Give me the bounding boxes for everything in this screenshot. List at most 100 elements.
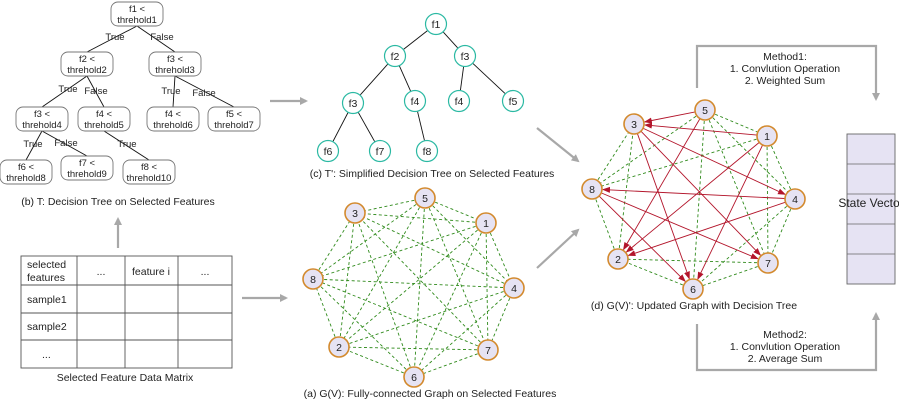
graph-d-edge: [617, 123, 635, 260]
tree-c-node-label: f8: [423, 146, 432, 158]
tree-c-edge: [399, 65, 411, 92]
graph-d-directed-edge: [601, 192, 759, 260]
tree-b-edge-label: False: [192, 88, 215, 99]
graph-a-edge: [312, 212, 356, 280]
tree-c-caption: (c) T': Simplified Decision Tree on Sele…: [310, 168, 555, 180]
tree-b-edge-label: False: [84, 86, 107, 97]
arrow-graph-to-updated: [536, 228, 580, 269]
flow-arrows: [114, 44, 880, 372]
tree-b-node-label: f4 <: [165, 109, 182, 120]
svg-text:1. Convlution Operation: 1. Convlution Operation: [730, 63, 840, 75]
graph-d-node: [682, 278, 704, 300]
tree-b-edge-label: False: [150, 32, 173, 43]
graph-a-edge: [485, 222, 489, 351]
graph-d-node-label: 7: [765, 258, 771, 270]
graph-a-edge: [312, 222, 487, 280]
graph-a-node: [302, 268, 324, 290]
graph-a-node-label: 7: [485, 345, 491, 357]
graph-a-edge: [312, 278, 489, 351]
graph-a-edge: [354, 212, 489, 351]
graph-d-edge: [591, 135, 768, 190]
graph-a-edge: [413, 222, 487, 378]
graph-d-caption: (d) G(V)': Updated Graph with Decision T…: [591, 300, 797, 312]
graph-a-node: [344, 202, 366, 224]
graph-d-edge: [704, 109, 769, 264]
tree-c-node: [453, 44, 477, 68]
graph-d-directed-edge: [598, 195, 686, 282]
tree-b-node: [60, 155, 114, 181]
tree-c-node: [368, 139, 392, 163]
tree-c-node: [383, 44, 407, 68]
graph-a-edge: [354, 212, 415, 378]
tree-b-node-label: f3 <: [167, 54, 184, 65]
graph-d-edge: [704, 109, 796, 200]
tree-b-edge: [86, 75, 105, 108]
tree-b-edge: [103, 130, 150, 161]
graph-a-node: [477, 339, 499, 361]
graph-d-edge: [767, 198, 796, 264]
tree-b-node: [77, 106, 131, 132]
tree-c-node-label: f4: [411, 96, 420, 108]
tree-c-node: [424, 12, 448, 36]
tree-c-node-label: f6: [324, 146, 333, 158]
graph-d-directed-edge: [623, 118, 701, 251]
graph-a-node-label: 6: [411, 372, 417, 384]
tree-c-node-label: f4: [455, 96, 464, 108]
graph-d-directed-edge: [636, 133, 690, 280]
tree-b-node-threshold: threhold6: [153, 120, 193, 131]
graph-d-directed-edge: [642, 127, 786, 195]
tree-c-node: [403, 89, 427, 113]
tree-b-node-label: f6 <: [18, 162, 35, 173]
graph-a-node-label: 2: [336, 342, 342, 354]
table-row-sample1: sample1: [27, 294, 67, 306]
arrow-simplified-to-updated: [536, 127, 580, 163]
tree-c-node: [447, 89, 471, 113]
tree-b-node: [0, 159, 53, 185]
graph-a-edge: [354, 212, 515, 289]
graph-d-edge: [591, 123, 635, 190]
graph-d-edge: [692, 109, 706, 290]
arrow-method1: [695, 44, 880, 101]
tree-c-edge: [460, 66, 464, 91]
graph-a-node: [503, 277, 525, 299]
method1-label: Method1: 1. Convlution Operation 2. Weig…: [730, 51, 840, 87]
graph-d-edge: [617, 258, 769, 264]
graph-d-node: [694, 99, 716, 121]
graph-a-edge: [338, 222, 487, 348]
tree-c-edge: [358, 112, 375, 142]
graph-d-node-label: 4: [792, 194, 798, 206]
graph-d-node-label: 8: [589, 184, 595, 196]
graph-d-node: [623, 113, 645, 135]
graph-d-edge: [591, 109, 706, 190]
tree-b-node-label: f4 <: [96, 109, 113, 120]
tree-b-node-threshold: threhold10: [127, 173, 172, 184]
tree-c-node: [316, 139, 340, 163]
graph-d-node: [607, 248, 629, 270]
graph-d-directed-edge: [640, 130, 762, 256]
graph-d-node: [581, 178, 603, 200]
table-header-ellipsis-1: ...: [97, 266, 106, 278]
graph-a-edge: [413, 287, 515, 378]
tree-b-node-label: f5 <: [226, 109, 243, 120]
tree-c-node-label: f3: [461, 51, 470, 63]
table-header-ellipsis-2: ...: [201, 266, 210, 278]
graph-d-node-label: 5: [702, 105, 708, 117]
tree-b-edge: [174, 75, 235, 108]
graph-a-node-label: 1: [483, 218, 489, 230]
tree-b-node: [207, 106, 261, 132]
graph-a-node: [403, 366, 425, 388]
tree-b-node-threshold: threhold7: [214, 120, 254, 131]
tree-c-edge: [359, 63, 389, 96]
graph-a-node: [475, 212, 497, 234]
tree-b-node-threshold: threhold3: [155, 65, 195, 76]
tree-b-edge: [86, 25, 138, 53]
tree-b-caption: (b) T: Decision Tree on Selected Feature…: [21, 196, 215, 208]
graph-d-edge: [692, 262, 769, 290]
graph-d-edge: [617, 258, 694, 290]
graph-a-edge: [338, 346, 415, 378]
